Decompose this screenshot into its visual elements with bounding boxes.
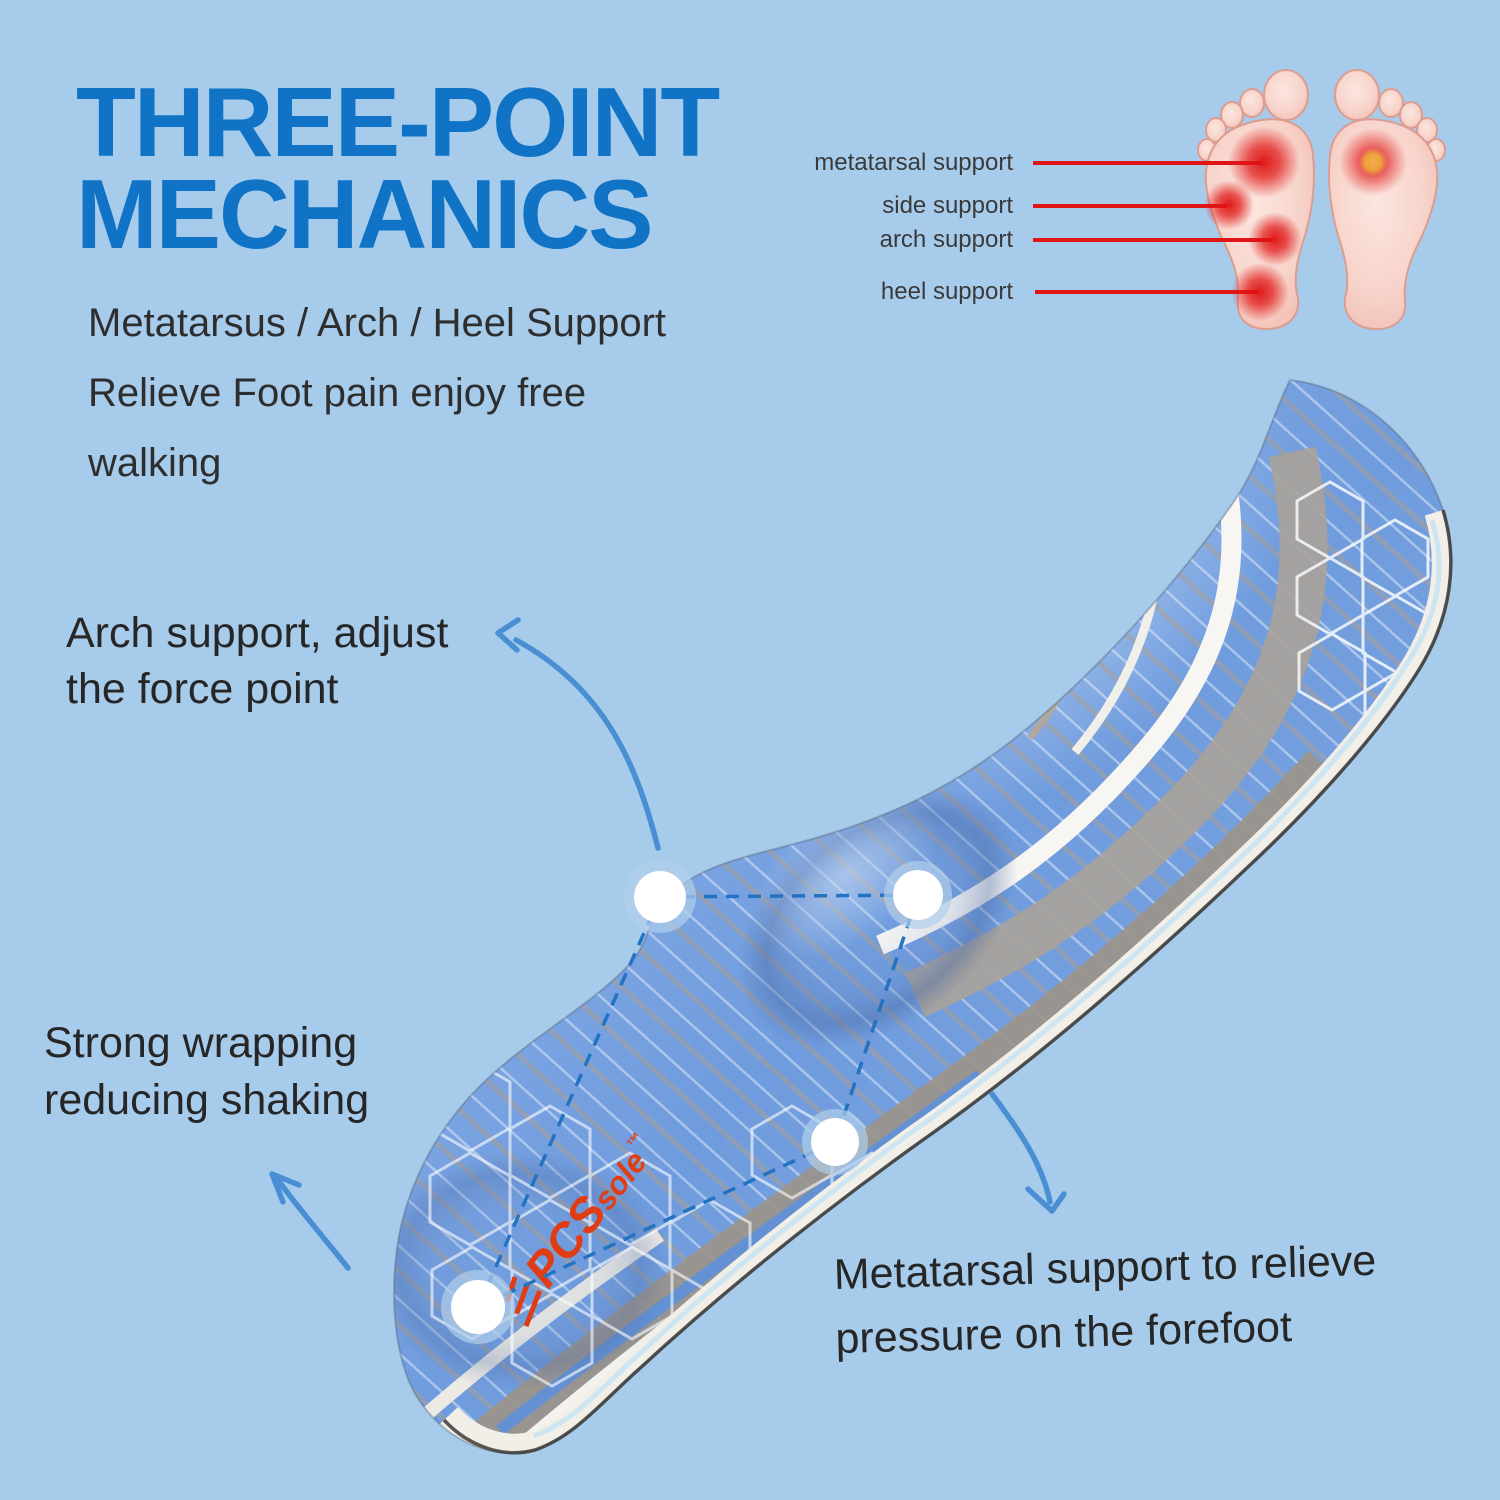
- annotation-wrap-line-2: reducing shaking: [44, 1076, 370, 1124]
- label-arch-support: arch support: [879, 226, 1013, 253]
- curved-arrow-arch-icon: [495, 617, 661, 851]
- subtitle-line-3: walking: [88, 441, 222, 485]
- annotation-arch-support: Arch support, adjust the force point: [66, 605, 448, 717]
- point-markers: [441, 861, 952, 1344]
- annotation-strong-wrapping: Strong wrapping reducing shaking: [44, 1015, 369, 1129]
- page-title: THREE-POINT MECHANICS: [76, 67, 720, 269]
- title-line-2: MECHANICS: [76, 159, 653, 269]
- right-foot-sole: [1328, 69, 1446, 331]
- three-point-dashed-lines: [476, 893, 920, 1309]
- marker-heel-point: [441, 1270, 515, 1344]
- annotation-arch-line-2: the force point: [66, 665, 339, 713]
- marker-dome-point: [884, 861, 952, 929]
- subtitle-line-1: Metatarsus / Arch / Heel Support: [88, 301, 667, 345]
- label-metatarsal-support: metatarsal support: [814, 149, 1013, 176]
- annotation-arrows: [269, 617, 1067, 1271]
- subtitle-line-2: Relieve Foot pain enjoy free: [88, 371, 587, 415]
- curved-arrow-meta-icon: [989, 1091, 1067, 1214]
- curved-arrow-wrap-icon: [269, 1171, 351, 1271]
- insole-edge-contour: [442, 509, 1453, 1455]
- heel-cup-shading: [393, 1150, 670, 1390]
- label-heel-support: heel support: [880, 278, 1013, 305]
- annotation-arch-line-1: Arch support, adjust: [66, 609, 449, 657]
- pointer-lines: [1033, 161, 1273, 294]
- marker-arch-point: [624, 861, 696, 933]
- page-subtitle: Metatarsus / Arch / Heel Support Relieve…: [88, 288, 666, 498]
- pressure-spots: [1204, 126, 1407, 321]
- annotation-wrap-line-1: Strong wrapping: [44, 1019, 358, 1067]
- label-side-support: side support: [882, 192, 1013, 219]
- title-line-1: THREE-POINT: [76, 67, 720, 177]
- annotation-metatarsal-support: Metatarsal support to relieve pressure o…: [833, 1229, 1379, 1371]
- marker-metatarsal-point: [802, 1109, 868, 1175]
- feet-pressure-diagram: [1033, 69, 1446, 331]
